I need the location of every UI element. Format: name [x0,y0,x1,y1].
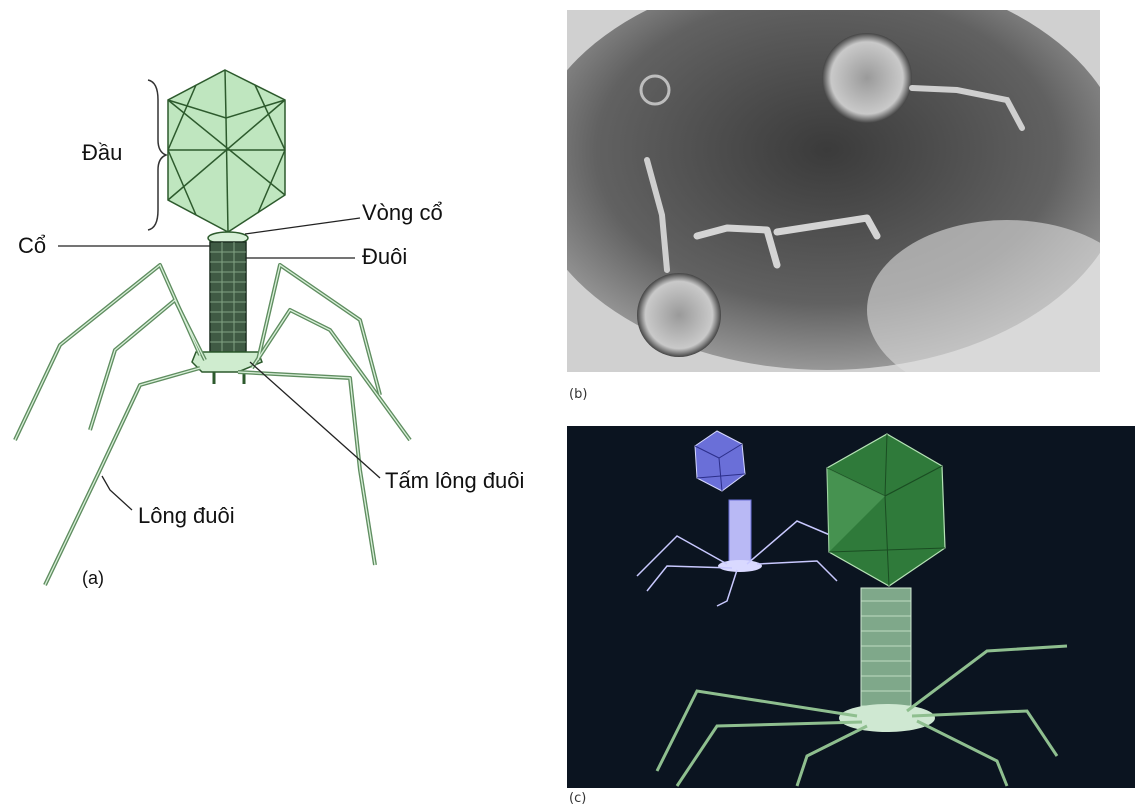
phage-drawing [0,0,565,810]
rendering-image [567,426,1135,788]
tail-fiber-label: Lông đuôi [138,503,235,529]
collar-label: Vòng cổ [362,200,443,226]
panel-c-rendering [567,426,1135,788]
tail-label: Đuôi [362,244,407,270]
panel-c-tag: (c) [569,791,586,806]
panel-b-micrograph [567,10,1100,372]
head-label: Đầu [82,140,122,166]
baseplate-label: Tấm lông đuôi [385,468,524,494]
panel-a-diagram: Đầu Vòng cổ Cổ Đuôi Tấm lông đuôi Lông đ… [0,0,565,810]
micrograph-image [567,10,1100,372]
panel-b-tag: (b) [569,387,587,402]
neck-label: Cổ [18,233,46,259]
capsid [168,70,285,232]
panel-a-tag: (a) [82,568,104,589]
tail-sheath [210,242,246,352]
small-phage [637,431,837,606]
head-bracket [148,80,166,230]
